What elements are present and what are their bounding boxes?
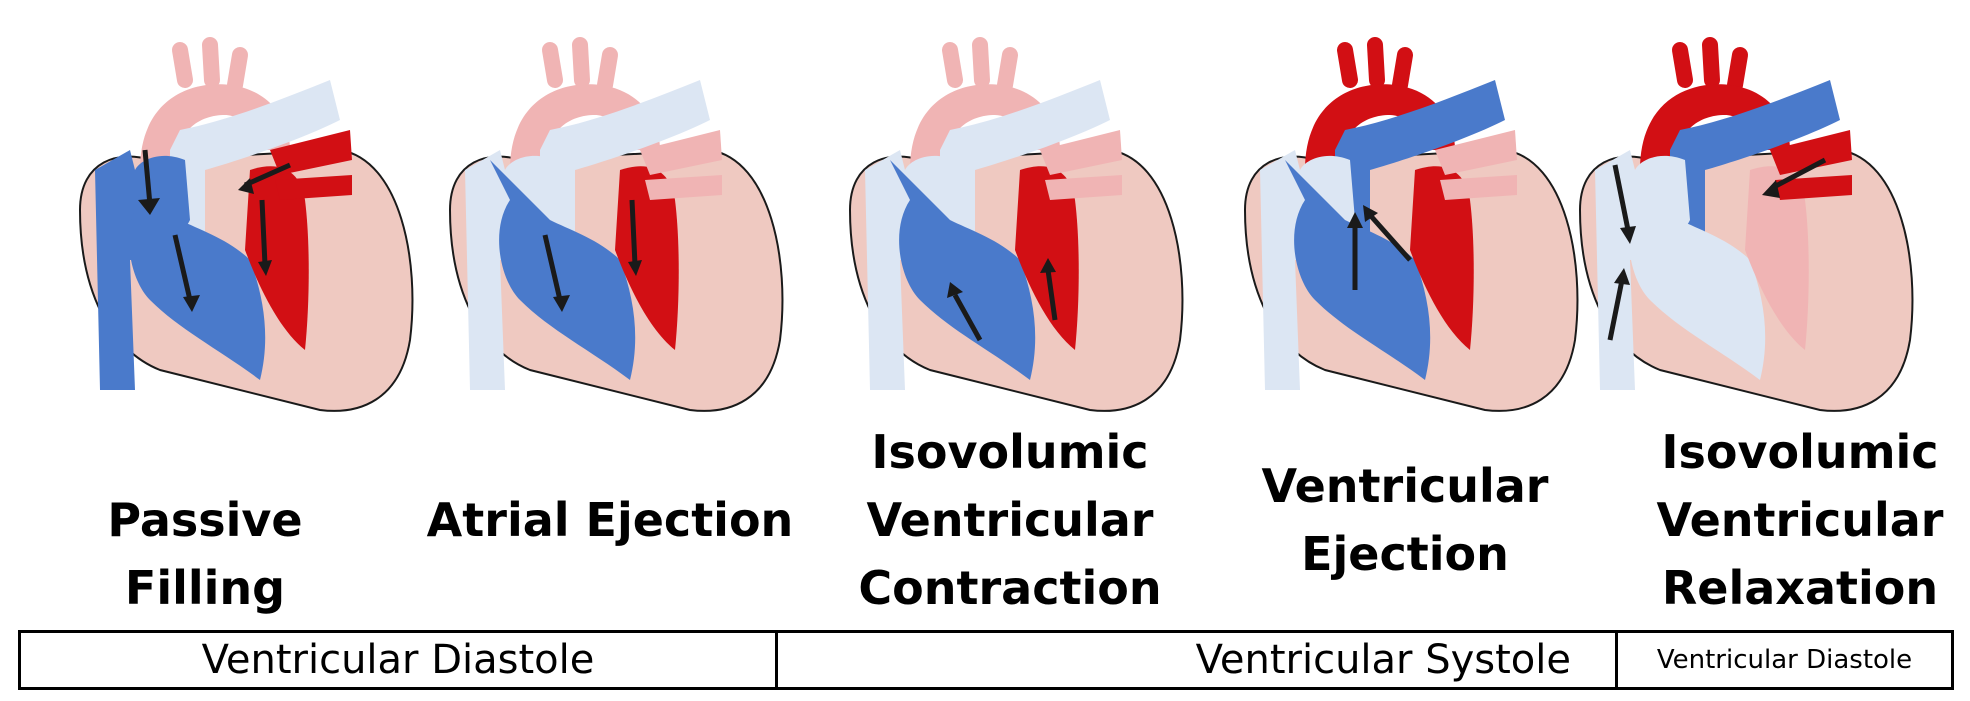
heart-illustration [848, 37, 1184, 412]
stage-label-passive-filling: Passive Filling [20, 486, 390, 622]
heart-illustration [1578, 37, 1914, 412]
phase-bar: Ventricular Diastole Ventricular Systole… [18, 630, 1954, 690]
heart-illustration [78, 37, 414, 412]
heart-illustration [448, 37, 784, 412]
stage-label-line: Ventricular [1656, 493, 1944, 547]
stage-label-line: Isovolumic [1661, 425, 1939, 479]
heart-atrial-ejection [410, 0, 810, 440]
phase-ventricular-diastole-late: Ventricular Diastole [1618, 633, 1951, 687]
stage-label-line: Isovolumic [871, 425, 1149, 479]
stage-label-line: Ventricular [1261, 459, 1549, 513]
phase-ventricular-systole: Ventricular Systole [778, 633, 1618, 687]
stage-label-atrial-ejection: Atrial Ejection [420, 486, 800, 554]
phase-label: Ventricular Systole [1195, 637, 1571, 683]
heart-illustration [1243, 37, 1579, 412]
stage-label-line: Contraction [858, 561, 1162, 615]
heart-isovolumic-relaxation [1540, 0, 1940, 440]
phase-label: Ventricular Diastole [1656, 645, 1913, 675]
stage-label-line: Relaxation [1661, 561, 1939, 615]
stage-label-ventricular-ejection: Ventricular Ejection [1240, 452, 1570, 588]
stage-label-line: Ejection [1301, 527, 1509, 581]
heart-ventricular-ejection [1205, 0, 1605, 440]
heart-passive-filling [40, 0, 440, 440]
stage-label-isovolumic-contraction: Isovolumic Ventricular Contraction [830, 418, 1190, 622]
stage-label-line: Atrial Ejection [426, 493, 794, 547]
phase-ventricular-diastole: Ventricular Diastole [21, 633, 778, 687]
stage-label-line: Passive Filling [107, 493, 303, 615]
phase-label: Ventricular Diastole [201, 637, 595, 683]
stage-label-isovolumic-relaxation: Isovolumic Ventricular Relaxation [1640, 418, 1960, 622]
stage-label-line: Ventricular [866, 493, 1154, 547]
heart-isovolumic-contraction [810, 0, 1210, 440]
